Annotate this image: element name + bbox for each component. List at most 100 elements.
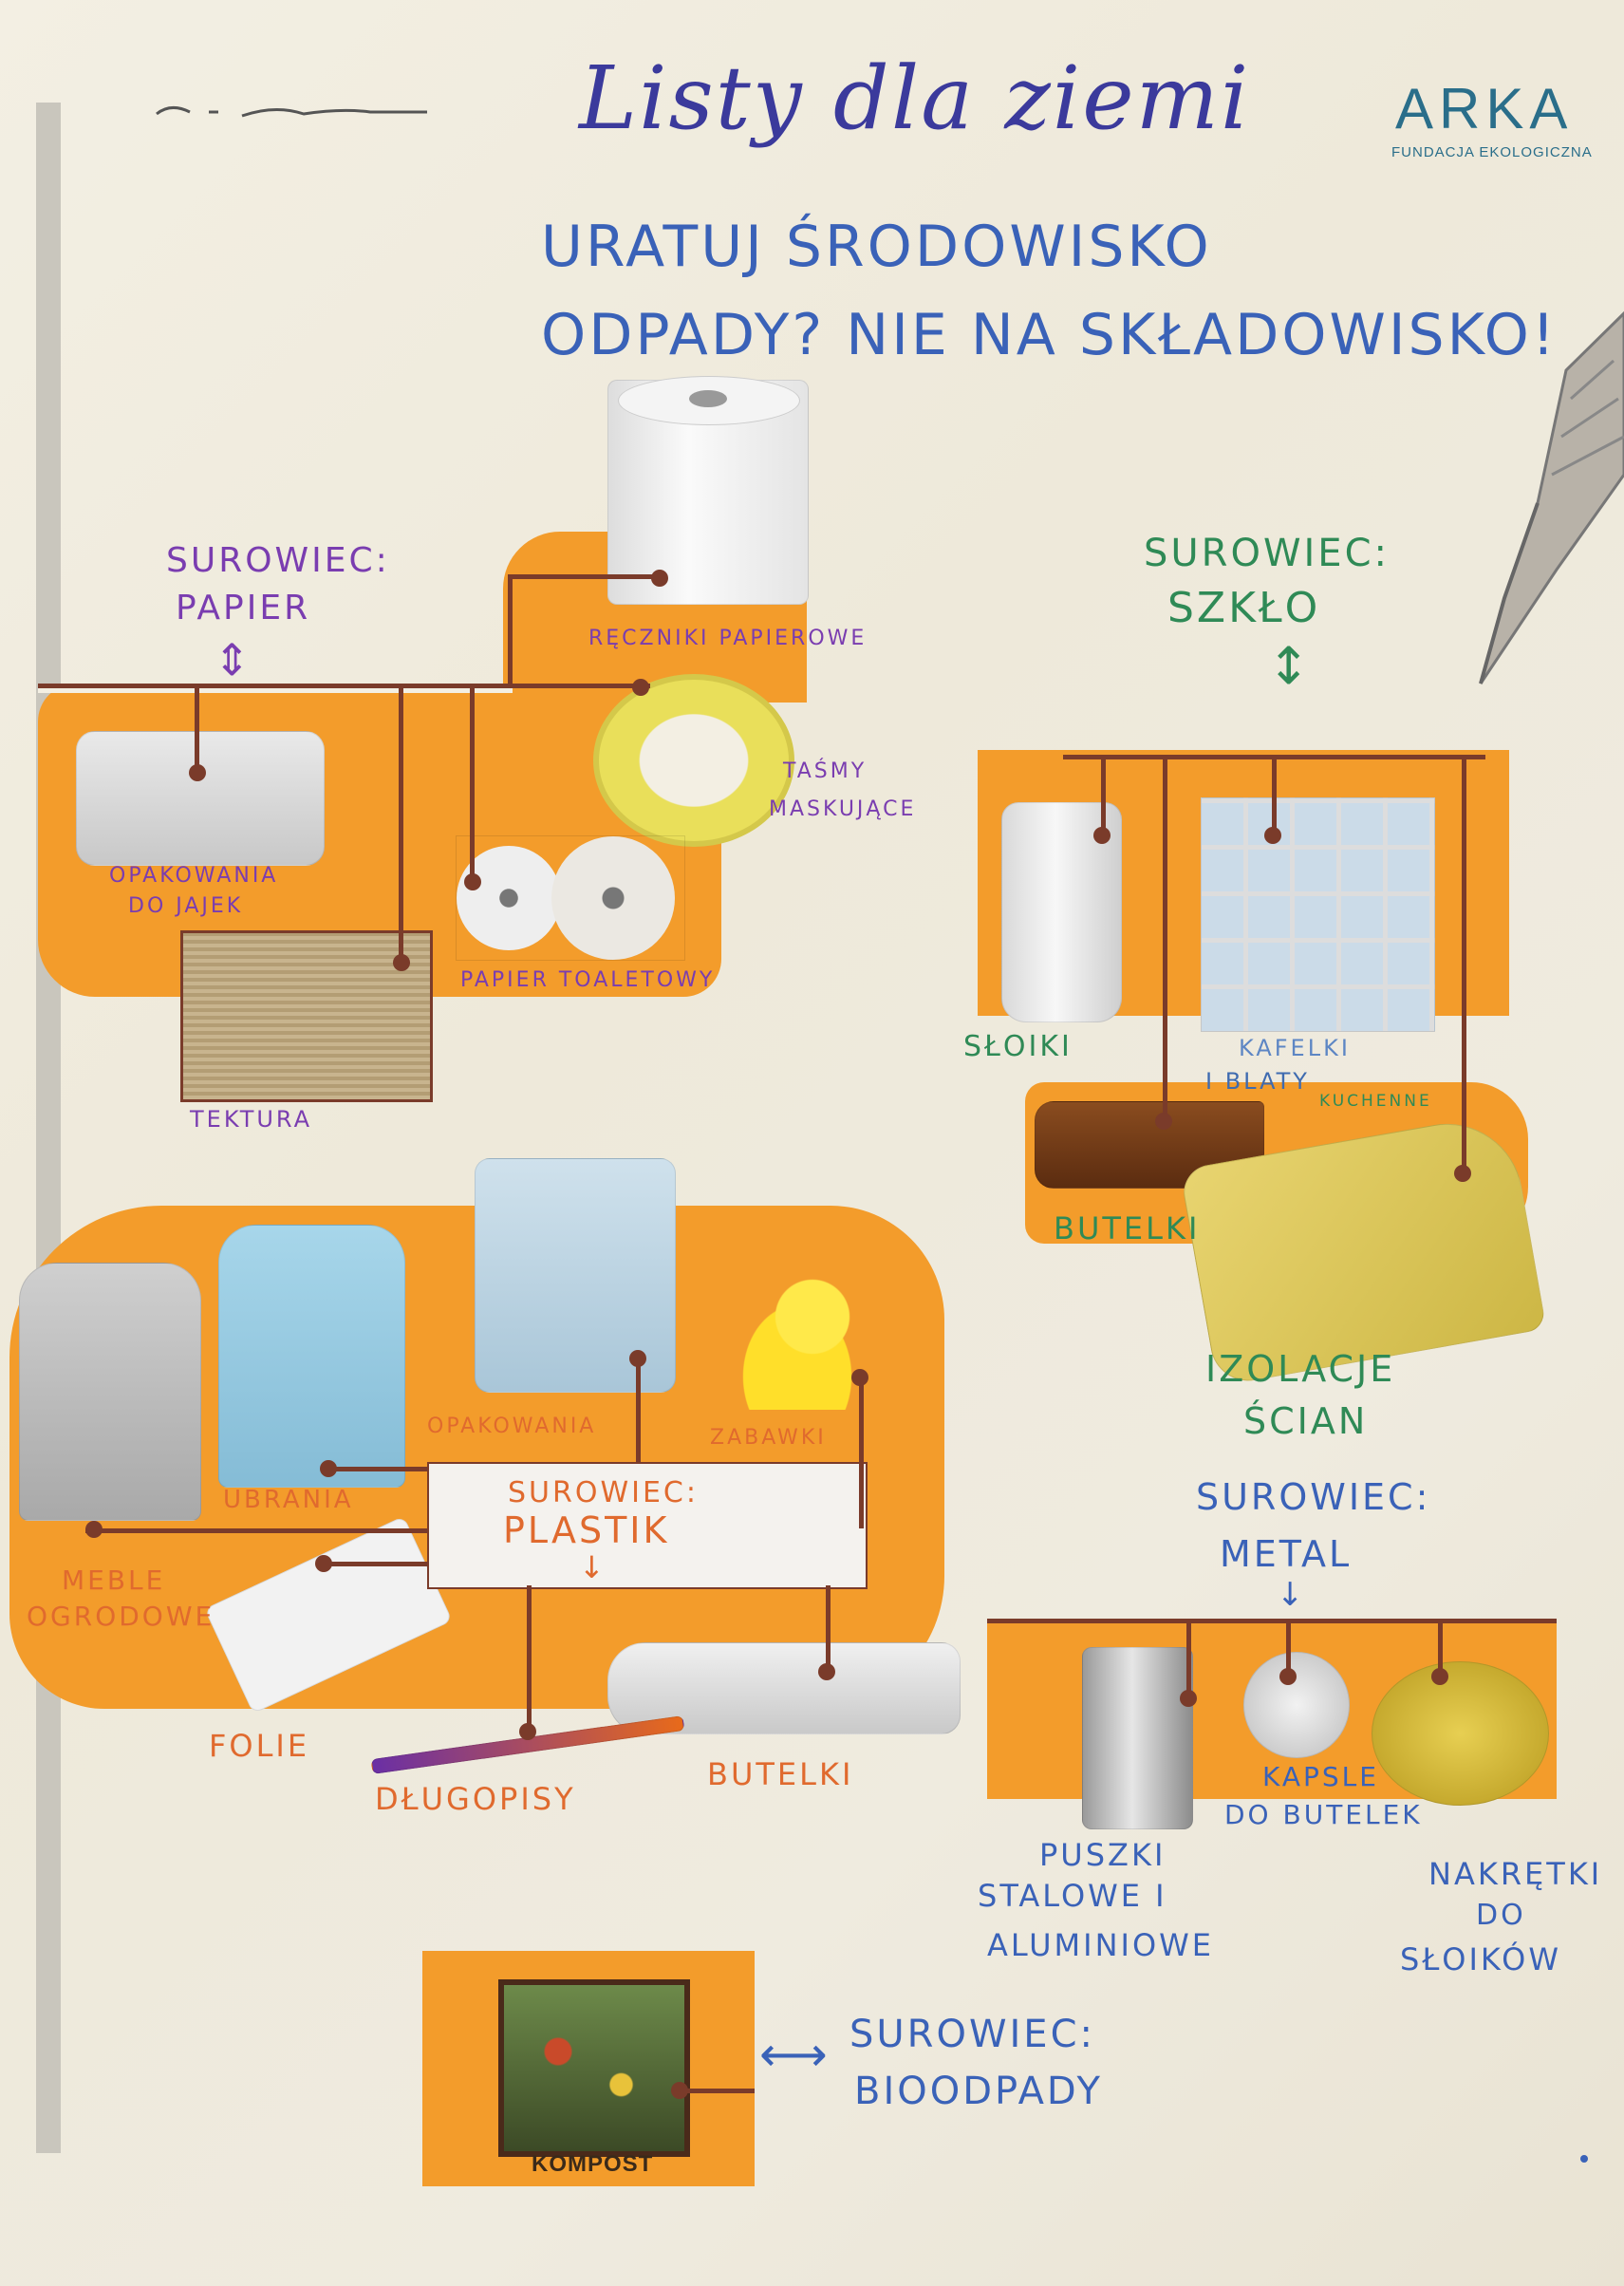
plastic-heading-1: SUROWIEC: — [508, 1476, 699, 1509]
bottle-cap-photo — [1243, 1652, 1350, 1758]
plastic-arrow-icon: ↓ — [579, 1549, 607, 1585]
paper-item-eggs-2: DO JAJEK — [128, 894, 244, 918]
bio-arrow-icon: ⟷ — [759, 2027, 831, 2082]
glass-heading-2: SZKŁO — [1167, 584, 1321, 632]
metal-item-caps-2: DO BUTELEK — [1224, 1799, 1423, 1830]
slogan-line-1: URATUJ ŚRODOWISKO — [541, 214, 1212, 280]
metal-item-cans-3: ALUMINIOWE — [987, 1927, 1215, 1963]
metal-node — [1279, 1668, 1297, 1685]
plastic-node — [851, 1369, 868, 1386]
plastic-node — [519, 1723, 536, 1740]
slogan-line-2: ODPADY? NIE NA SKŁADOWISKO! — [541, 302, 1558, 368]
plastic-item-toys: ZABAWKI — [710, 1426, 827, 1450]
metal-connector — [1438, 1619, 1443, 1676]
paper-item-tape-1: TAŚMY — [783, 759, 868, 783]
brand-logo: ARKA — [1395, 77, 1574, 141]
masking-tape-photo — [593, 674, 794, 847]
plastic-node — [315, 1555, 332, 1572]
paper-connector — [470, 684, 475, 883]
plastic-item-pens: DŁUGOPISY — [375, 1781, 576, 1817]
glass-item-jars: SŁOIKI — [963, 1030, 1073, 1063]
cardboard-photo — [180, 930, 433, 1102]
metal-connector — [987, 1619, 1557, 1623]
jacket-photo — [218, 1225, 405, 1488]
bio-heading-1: SUROWIEC: — [849, 2013, 1095, 2056]
plastic-connector — [859, 1377, 864, 1528]
paper-heading-1: SUROWIEC: — [166, 541, 390, 580]
paper-item-towels: RĘCZNIKI PAPIEROWE — [588, 627, 868, 650]
paper-connector — [508, 574, 660, 579]
glass-item-insulation-2: ŚCIAN — [1243, 1400, 1369, 1442]
plastic-item-furniture-2: OGRODOWE — [27, 1601, 215, 1632]
paper-notch — [38, 684, 513, 693]
glass-connector — [1101, 755, 1106, 835]
glass-node — [1155, 1113, 1172, 1130]
plastic-connector — [636, 1358, 641, 1462]
plastic-item-packaging: OPAKOWANIA — [427, 1415, 597, 1438]
paper-item-tape-2: MASKUJĄCE — [769, 797, 917, 821]
paper-node — [189, 764, 206, 781]
jar-lid-photo — [1372, 1661, 1549, 1806]
plastic-item-foil: FOLIE — [209, 1728, 310, 1764]
plastic-heading-2: PLASTIK — [503, 1509, 670, 1551]
bio-compost-label: KOMPOST — [532, 2151, 654, 2177]
glass-item-tiles-3: KUCHENNE — [1319, 1092, 1432, 1111]
metal-connector — [1186, 1619, 1191, 1695]
metal-item-caps-1: KAPSLE — [1262, 1761, 1379, 1792]
plastic-connector — [327, 1467, 427, 1471]
paper-connector — [38, 684, 513, 688]
metal-heading-2: METAL — [1220, 1533, 1353, 1575]
glass-node — [1454, 1165, 1471, 1182]
glass-item-tiles-1: KAFELKI — [1239, 1035, 1351, 1061]
metal-item-lids-1: NAKRĘTKI — [1428, 1856, 1603, 1892]
glass-node — [1093, 827, 1111, 844]
glass-arrow-icon: ↕ — [1267, 636, 1314, 696]
paper-node — [393, 954, 410, 971]
page-title: Listy dla ziemi — [579, 47, 1251, 149]
metal-arrow-icon: ↓ — [1277, 1576, 1307, 1614]
plastic-connector — [323, 1562, 427, 1566]
paper-connector — [508, 574, 513, 684]
paper-item-cardboard: TEKTURA — [190, 1106, 313, 1133]
paper-node — [632, 679, 649, 696]
scribble-decoration — [156, 106, 427, 118]
plastic-node — [818, 1663, 835, 1680]
bio-heading-2: BIOODPADY — [854, 2070, 1103, 2113]
garden-chair-photo — [19, 1263, 201, 1521]
paper-heading-2: PAPIER — [176, 589, 311, 628]
glass-connector — [1272, 755, 1277, 835]
glass-node — [1264, 827, 1281, 844]
metal-heading-1: SUROWIEC: — [1196, 1476, 1431, 1518]
rubber-duck-photo — [721, 1277, 873, 1410]
paper-node — [464, 873, 481, 890]
paper-connector — [399, 684, 403, 959]
metal-item-cans-1: PUSZKI — [1039, 1837, 1167, 1873]
glass-connector — [1462, 755, 1466, 1172]
brand-subtitle: FUNDACJA EKOLOGICZNA — [1391, 144, 1593, 160]
ink-dot — [1580, 2155, 1588, 2163]
paper-towel-photo — [607, 376, 809, 605]
glass-item-tiles-2: I BLATY — [1205, 1068, 1310, 1095]
metal-connector — [1286, 1619, 1291, 1676]
plastic-item-furniture-1: MEBLE — [62, 1565, 166, 1596]
plastic-connector — [826, 1585, 831, 1671]
metal-item-cans-2: STALOWE I — [978, 1878, 1167, 1914]
bio-node — [671, 2082, 688, 2099]
glass-heading-1: SUROWIEC: — [1144, 532, 1390, 575]
paper-item-toilet: PAPIER TOALETOWY — [460, 968, 716, 992]
glass-item-insulation-1: IZOLACJE — [1205, 1348, 1396, 1390]
glass-item-bottles: BUTELKI — [1054, 1210, 1201, 1246]
margin-strip — [36, 103, 61, 2153]
paper-item-eggs-1: OPAKOWANIA — [109, 864, 279, 888]
tiles-photo — [1201, 797, 1435, 1032]
metal-item-lids-3: SŁOIKÓW — [1400, 1941, 1561, 1977]
paper-arrow-icon: ⇕ — [214, 634, 253, 685]
paper-node — [651, 570, 668, 587]
metal-node — [1431, 1668, 1448, 1685]
toilet-paper-photo — [456, 835, 685, 961]
metal-node — [1180, 1690, 1197, 1707]
fountain-pen-icon — [1479, 310, 1624, 684]
plastic-node — [629, 1350, 646, 1367]
plastic-node — [320, 1460, 337, 1477]
plastic-connector — [85, 1528, 427, 1533]
